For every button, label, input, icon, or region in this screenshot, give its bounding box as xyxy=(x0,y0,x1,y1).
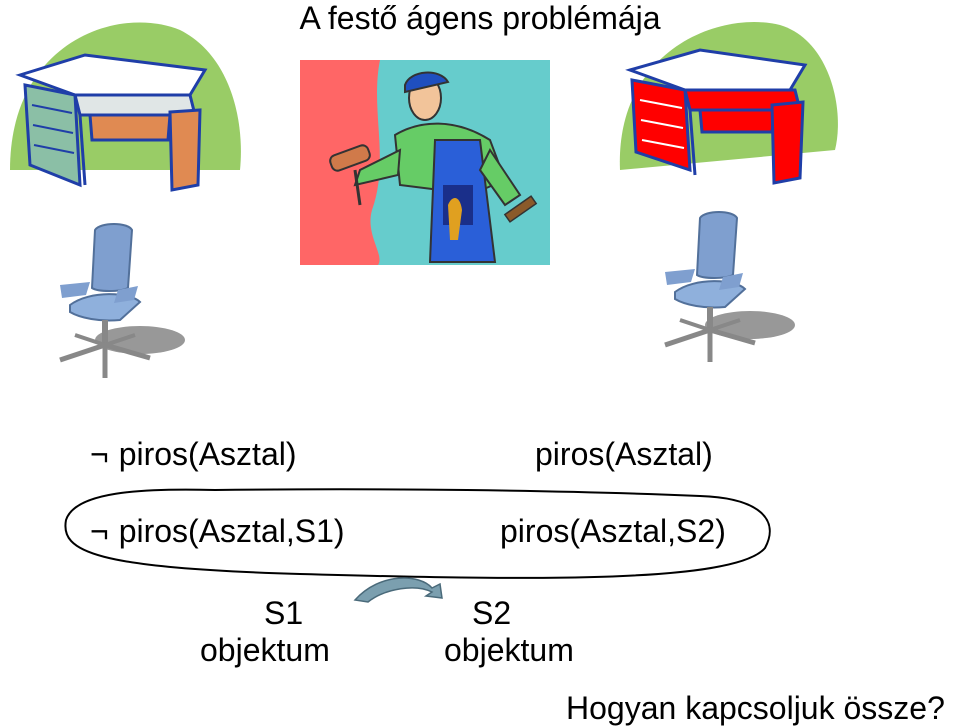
s1-label: S1 xyxy=(264,595,304,631)
right-desk-illustration xyxy=(619,21,838,185)
left-situation-text: piros(Asztal,S1) xyxy=(118,513,345,549)
page-title: A festő ágens problémája xyxy=(299,0,661,36)
transition-arrow xyxy=(353,577,443,603)
right-situation-formula: piros(Asztal,S2) xyxy=(500,513,726,549)
left-fact: ¬piros(Asztal) xyxy=(90,438,297,470)
right-chair-illustration xyxy=(664,211,795,362)
s2-kind: objektum xyxy=(444,632,574,668)
situation-loop-outline xyxy=(64,488,771,579)
s2-label: S2 xyxy=(472,595,512,631)
left-situation-formula: ¬piros(Asztal,S1) xyxy=(90,515,345,547)
right-fact: piros(Asztal) xyxy=(535,436,713,472)
negation-symbol: ¬ xyxy=(90,513,109,549)
left-fact-text: piros(Asztal) xyxy=(118,436,297,472)
question-text: Hogyan kapcsoljuk össze? xyxy=(566,690,945,726)
painter-illustration xyxy=(300,60,550,265)
left-desk-illustration xyxy=(10,22,241,192)
negation-symbol: ¬ xyxy=(90,436,109,472)
s1-kind: objektum xyxy=(200,632,330,668)
left-chair-illustration xyxy=(59,223,185,378)
